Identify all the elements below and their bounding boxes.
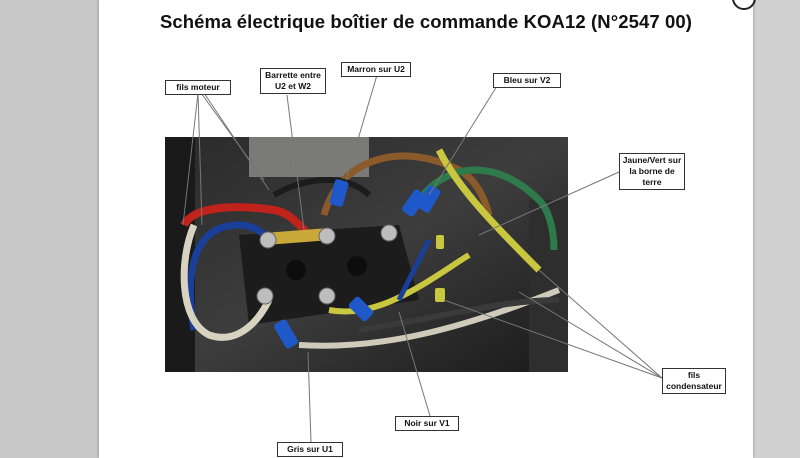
yellow-crimp [435,288,445,302]
brass-bridge [264,228,331,245]
wire-blue-v1 [396,238,432,302]
label-text: U2 et W2 [275,81,311,91]
label-noir: Noir sur V1 [395,416,459,431]
wiring-photo [165,74,663,443]
wire-white-motor [180,223,273,341]
blue-crimp [417,185,441,213]
terminal-screw [318,227,336,245]
label-text: fils [687,370,701,380]
label-text: Marron sur U2 [347,64,405,74]
document-page: Schéma électrique boîtier de commande KO… [99,0,756,458]
terminal-screw [256,287,274,305]
label-text: condensateur [666,381,722,391]
blue-crimp [348,296,374,322]
terminal-screw [259,231,277,249]
label-fils-condensateur: fils condensateur [662,368,726,394]
label-text: terre [642,177,662,187]
terminal-screw [318,287,336,305]
wire-black [358,297,560,333]
wire-yellow-green [435,148,542,273]
label-text: Barrette entre [265,70,321,80]
label-fils-moteur: fils moteur [165,80,231,95]
wire-green [416,166,558,251]
block-hole [347,256,367,276]
label-text: Gris sur U1 [287,444,333,454]
label-jaune-vert: Jaune/Vert sur la borne de terre [619,153,685,190]
label-text: fils moteur [176,82,220,92]
housing-left [165,137,195,372]
blue-crimp [329,179,349,207]
label-gris: Gris sur U1 [277,442,343,457]
viewer-background [753,0,800,458]
label-marron: Marron sur U2 [341,62,411,77]
wire-black-top [272,177,372,198]
wire-red [180,203,312,238]
leader-lines [182,74,663,443]
blue-crimp [274,319,298,349]
label-text: Noir sur V1 [404,418,450,428]
label-text: la borne de [629,166,675,176]
terminal-block [239,225,419,325]
label-text: Jaune/Vert sur [622,155,682,165]
label-barrette: Barrette entre U2 et W2 [260,68,326,94]
label-bleu: Bleu sur V2 [493,73,561,88]
yellow-crimp [436,235,444,249]
page-title: Schéma électrique boîtier de commande KO… [159,11,693,32]
label-text: Bleu sur V2 [503,75,551,85]
terminal-screw [380,224,398,242]
blue-crimp [401,189,427,217]
block-hole [286,260,306,280]
